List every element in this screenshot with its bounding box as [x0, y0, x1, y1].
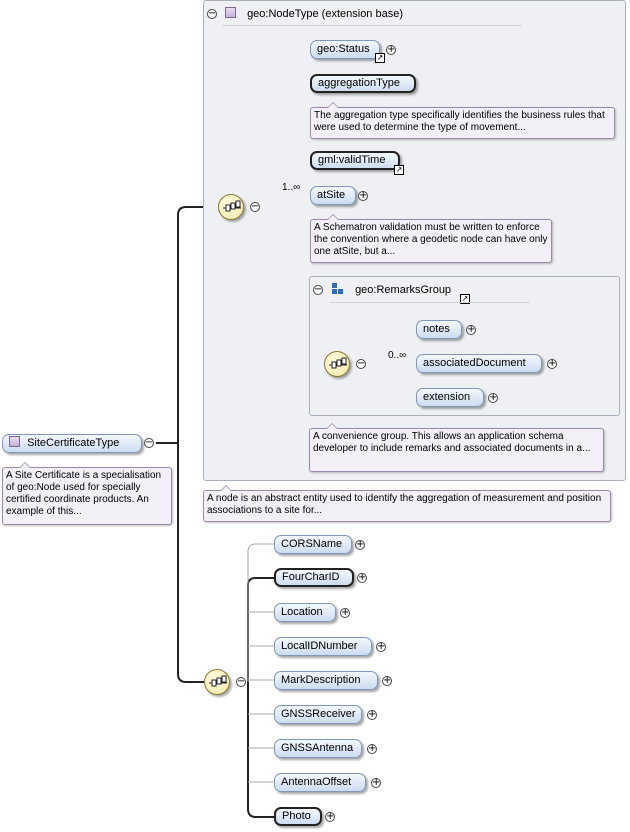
four-char-id-expand-icon[interactable]: + [357, 572, 367, 583]
status-element[interactable]: geo:Status [310, 40, 380, 59]
mark-description-expand-icon[interactable]: + [382, 675, 392, 686]
four-char-id-element[interactable]: FourCharID [274, 568, 354, 587]
gnss-antenna-expand-icon[interactable]: + [367, 743, 377, 754]
remarks-cardinality: 0..∞ [388, 350, 407, 361]
local-id-number-element[interactable]: LocalIDNumber [274, 637, 372, 656]
atsite-element[interactable]: atSite [310, 186, 356, 205]
root-type-label: SiteCertificateType [27, 437, 120, 449]
photo-element[interactable]: Photo [274, 807, 322, 826]
location-element[interactable]: Location [274, 603, 336, 622]
notes-element[interactable]: notes [416, 320, 462, 339]
status-expand-icon[interactable]: + [386, 44, 396, 55]
root-type-box[interactable]: SiteCertificateType [2, 434, 142, 453]
gnss-receiver-element[interactable]: GNSSReceiver [274, 705, 362, 724]
atsite-doc: A Schematron validation must be written … [310, 214, 552, 263]
base-title-underline [222, 25, 522, 26]
aggregation-type-element[interactable]: aggregationType [310, 74, 416, 93]
associated-document-element[interactable]: associatedDocument [416, 354, 542, 373]
remarks-title: geo:RemarksGroup [332, 283, 451, 296]
sequence-compositor[interactable] [218, 194, 244, 220]
sequence-icon [223, 200, 241, 212]
group-icon [332, 283, 343, 294]
gnss-antenna-element[interactable]: GNSSAntenna [274, 739, 362, 758]
atsite-expand-icon[interactable]: + [358, 190, 368, 201]
antenna-offset-element[interactable]: AntennaOffset [274, 773, 366, 792]
gnss-receiver-expand-icon[interactable]: + [367, 709, 377, 720]
remarks-sequence-compositor[interactable] [324, 351, 350, 377]
antenna-offset-expand-icon[interactable]: + [371, 777, 381, 788]
extension-element[interactable]: extension [416, 388, 484, 407]
sequence-icon [329, 357, 347, 369]
remarks-collapse-icon[interactable]: − [313, 284, 323, 295]
complex-type-icon [9, 436, 20, 447]
reference-arrow-icon: ↗ [460, 294, 470, 304]
root-collapse-icon[interactable]: − [144, 437, 154, 448]
remarks-doc: A convenience group. This allows an appl… [309, 423, 604, 472]
reference-arrow-icon: ↗ [394, 165, 404, 175]
cors-name-expand-icon[interactable]: + [355, 539, 365, 550]
base-title: geo:NodeType (extension base) [225, 7, 403, 20]
valid-time-element[interactable]: gml:validTime [310, 151, 400, 170]
seq2-collapse-icon[interactable]: − [236, 676, 246, 687]
sequence-compositor-2[interactable] [204, 669, 230, 695]
root-doc: A Site Certificate is a specialisation o… [2, 462, 172, 525]
base-collapse-icon[interactable]: − [207, 8, 217, 19]
photo-expand-icon[interactable]: + [325, 811, 335, 822]
sequence-icon [209, 675, 227, 687]
reference-arrow-icon: ↗ [375, 53, 385, 63]
extension-expand-icon[interactable]: + [488, 392, 498, 403]
aggregation-doc: The aggregation type specifically identi… [310, 102, 615, 139]
base-doc: A node is an abstract entity used to ide… [203, 485, 611, 522]
associated-document-expand-icon[interactable]: + [547, 358, 557, 369]
complex-type-icon [225, 7, 236, 18]
mark-description-element[interactable]: MarkDescription [274, 671, 378, 690]
atsite-cardinality: 1..∞ [282, 182, 301, 193]
cors-name-element[interactable]: CORSName [274, 535, 352, 554]
location-expand-icon[interactable]: + [340, 607, 350, 618]
local-id-number-expand-icon[interactable]: + [376, 641, 386, 652]
remarks-seq-collapse-icon[interactable]: − [356, 358, 366, 369]
notes-expand-icon[interactable]: + [466, 324, 476, 335]
remarks-title-underline [330, 302, 530, 303]
base-seq-collapse-icon[interactable]: − [250, 201, 260, 212]
